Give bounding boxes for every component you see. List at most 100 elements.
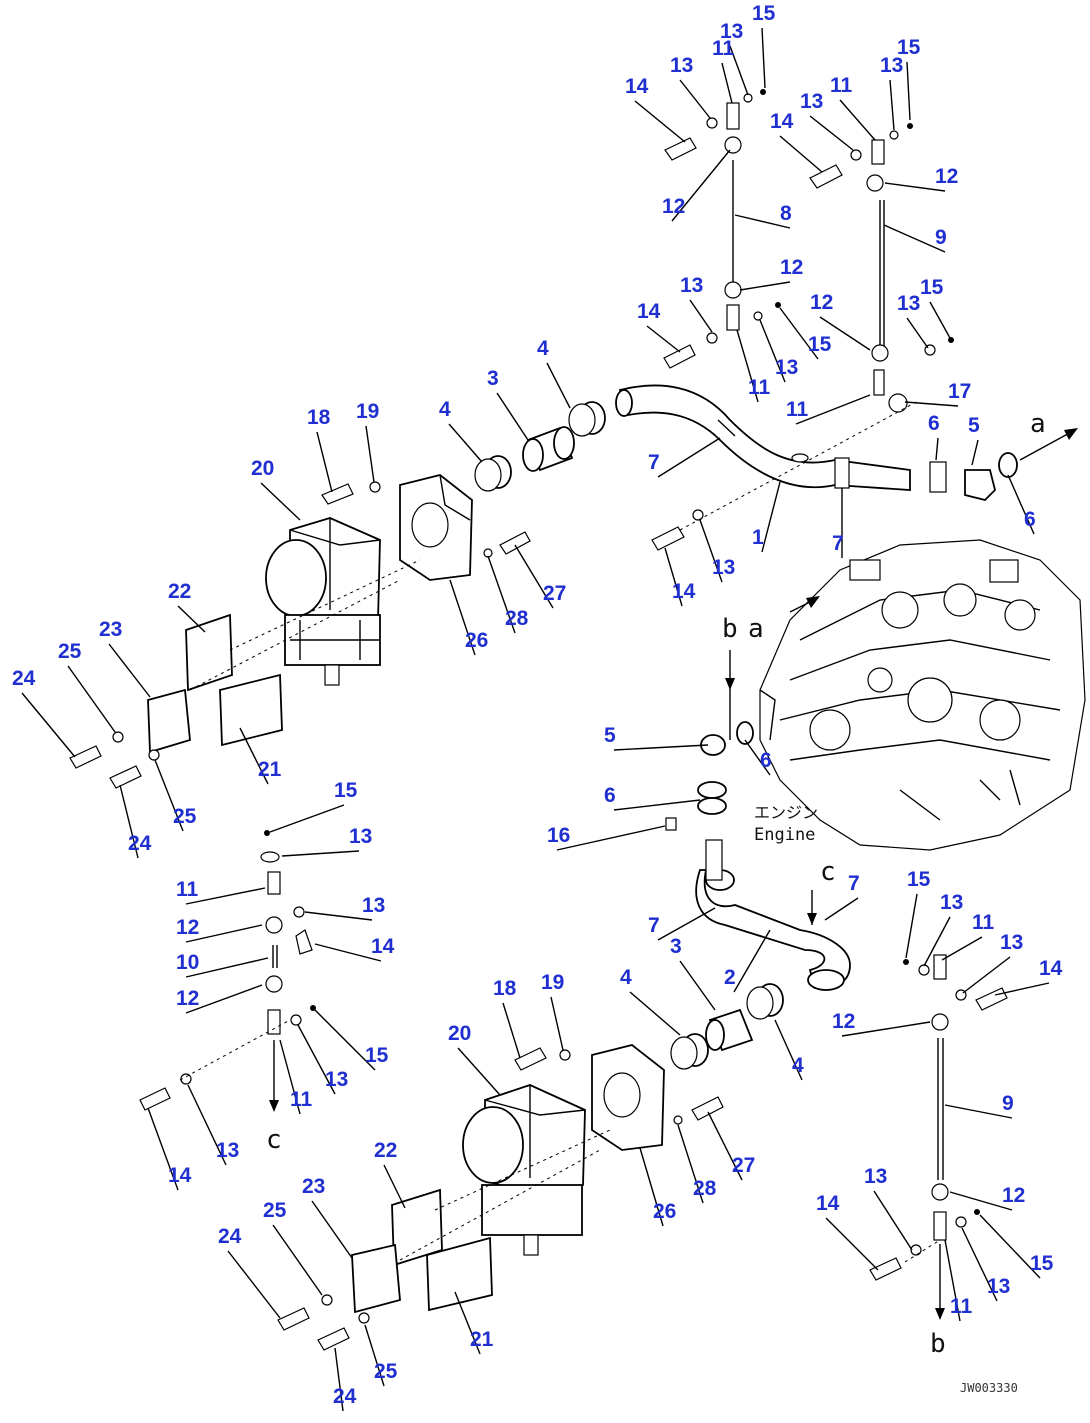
- callout-17: 17: [948, 380, 971, 403]
- exhaust-pipe-1: [615, 384, 911, 491]
- leader-line: [889, 79, 895, 131]
- callout-20: 20: [251, 457, 274, 480]
- leader-line: [314, 943, 382, 962]
- callout-25: 25: [374, 1360, 398, 1383]
- callout-15: 15: [1030, 1252, 1054, 1275]
- ref-b-bottom: b: [930, 1329, 946, 1359]
- callout-14: 14: [1039, 957, 1063, 980]
- leader-line: [281, 850, 360, 857]
- leader-line: [839, 99, 876, 141]
- leader-line: [629, 991, 681, 1036]
- leader-line: [185, 957, 269, 978]
- callout-4: 4: [537, 337, 549, 360]
- callout-13: 13: [325, 1068, 348, 1091]
- engine-label-jp: エンジン: [754, 803, 818, 822]
- leader-line: [279, 1039, 301, 1115]
- clamps-lower: [670, 983, 784, 1070]
- leader-line: [935, 437, 939, 461]
- fasteners-upper: [69, 89, 954, 789]
- leader-line: [689, 299, 713, 333]
- callout-12: 12: [176, 987, 199, 1010]
- ref-c-top: c: [820, 857, 836, 887]
- engine-illustration: [759, 539, 1086, 851]
- leader-line: [657, 907, 716, 941]
- leader-line: [454, 1291, 481, 1355]
- callout-13: 13: [800, 90, 823, 113]
- leader-line: [613, 744, 709, 751]
- callout-14: 14: [371, 935, 395, 958]
- leader-line: [185, 887, 266, 905]
- callout-14: 14: [168, 1164, 192, 1187]
- covers-lower: [351, 1188, 493, 1314]
- fasteners-lower: [139, 830, 1008, 1351]
- leader-line: [733, 929, 771, 993]
- ref-a-upper: a: [1030, 409, 1046, 439]
- bellows-3-upper: [522, 426, 575, 472]
- leader-line: [634, 100, 686, 143]
- callout-3: 3: [670, 935, 682, 958]
- callout-15: 15: [808, 333, 832, 356]
- leader-line: [759, 319, 786, 383]
- leader-line: [944, 1104, 1013, 1119]
- callout-24: 24: [218, 1225, 242, 1248]
- leader-line: [364, 1324, 385, 1387]
- callout-22: 22: [168, 580, 191, 603]
- callout-20: 20: [448, 1022, 471, 1045]
- callout-14: 14: [816, 1192, 840, 1215]
- callout-15: 15: [752, 2, 776, 25]
- callout-19: 19: [356, 400, 379, 423]
- leader-line: [824, 897, 859, 921]
- leader-line: [761, 27, 766, 89]
- callout-6: 6: [604, 784, 616, 807]
- leader-line: [905, 893, 918, 959]
- callout-11: 11: [712, 37, 735, 60]
- flow-arrows: [269, 428, 1078, 1320]
- leader-line: [449, 579, 476, 656]
- callout-14: 14: [770, 110, 794, 133]
- leader-line: [906, 61, 911, 121]
- clamp-4-upper: [474, 401, 606, 492]
- leader-line: [119, 784, 139, 859]
- leader-line: [699, 519, 723, 583]
- leader-line: [304, 911, 373, 921]
- ref-a-engine: a: [748, 614, 764, 644]
- callout-15: 15: [897, 36, 921, 59]
- ref-b-top: b: [722, 614, 738, 644]
- leader-line: [154, 759, 184, 832]
- callout-7: 7: [648, 914, 660, 937]
- callout-13: 13: [897, 292, 920, 315]
- callout-13: 13: [349, 825, 372, 848]
- callout-8: 8: [780, 202, 792, 225]
- leader-line: [314, 1009, 376, 1071]
- leader-line: [67, 665, 116, 733]
- callout-12: 12: [780, 256, 803, 279]
- callout-24: 24: [333, 1385, 357, 1408]
- leader-line: [185, 924, 263, 943]
- callout-21: 21: [470, 1328, 494, 1351]
- muffler-20-upper: [265, 517, 381, 686]
- callout-13: 13: [864, 1165, 887, 1188]
- leader-line: [147, 1107, 179, 1191]
- callout-2: 2: [724, 966, 736, 989]
- leader-line: [707, 1111, 743, 1181]
- callout-15: 15: [334, 779, 358, 802]
- leader-lines: [21, 27, 1050, 1412]
- callout-18: 18: [307, 406, 331, 429]
- callout-13: 13: [987, 1275, 1010, 1298]
- leader-line: [546, 362, 571, 409]
- callout-24: 24: [128, 832, 152, 855]
- callout-6: 6: [1024, 508, 1036, 531]
- leader-line: [677, 1124, 704, 1204]
- leader-line: [671, 149, 731, 222]
- leader-line: [502, 1002, 521, 1059]
- callout-12: 12: [935, 165, 958, 188]
- callout-4: 4: [439, 398, 451, 421]
- leader-line: [657, 437, 721, 478]
- leader-line: [664, 547, 683, 607]
- leader-line: [736, 329, 759, 403]
- leader-line: [809, 115, 854, 151]
- elbow-5-lower: [665, 721, 754, 831]
- leader-line: [873, 1190, 913, 1251]
- callout-19: 19: [541, 971, 564, 994]
